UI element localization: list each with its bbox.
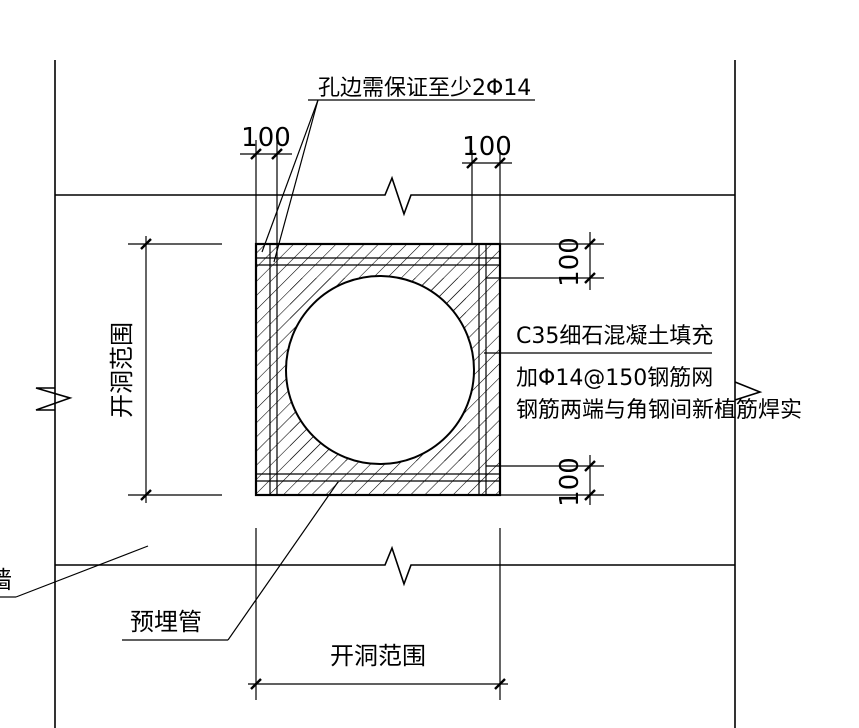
wall-label-leader bbox=[0, 545, 149, 598]
right-dimensions bbox=[486, 232, 604, 505]
pipe-label: 预埋管 bbox=[130, 608, 202, 636]
left-opening-dimension bbox=[128, 236, 222, 503]
dim-right-top: 100 bbox=[555, 237, 585, 287]
wall-label: 墙 bbox=[0, 566, 12, 594]
rebar-note: 孔边需保证至少2Φ14 bbox=[318, 76, 531, 101]
dim-right-bottom: 100 bbox=[555, 457, 585, 507]
opening-range-horizontal-label: 开洞范围 bbox=[330, 642, 426, 670]
fill-note: C35细石混凝土填充 bbox=[516, 324, 713, 349]
rebar-note-leader bbox=[261, 99, 535, 263]
embedded-pipe-circle bbox=[285, 275, 475, 465]
mesh-note: 加Φ14@150钢筋网 bbox=[516, 366, 713, 391]
opening-range-vertical-label: 开洞范围 bbox=[108, 322, 136, 418]
dim-top-right: 100 bbox=[462, 132, 512, 162]
weld-note: 钢筋两端与角钢间新植筋焊实 bbox=[516, 398, 802, 423]
dim-top-left: 100 bbox=[241, 123, 291, 153]
bottom-opening-dimension bbox=[248, 528, 508, 700]
top-dimensions bbox=[240, 140, 512, 244]
pipe-label-leader bbox=[122, 481, 339, 641]
wall-outline bbox=[35, 60, 763, 728]
